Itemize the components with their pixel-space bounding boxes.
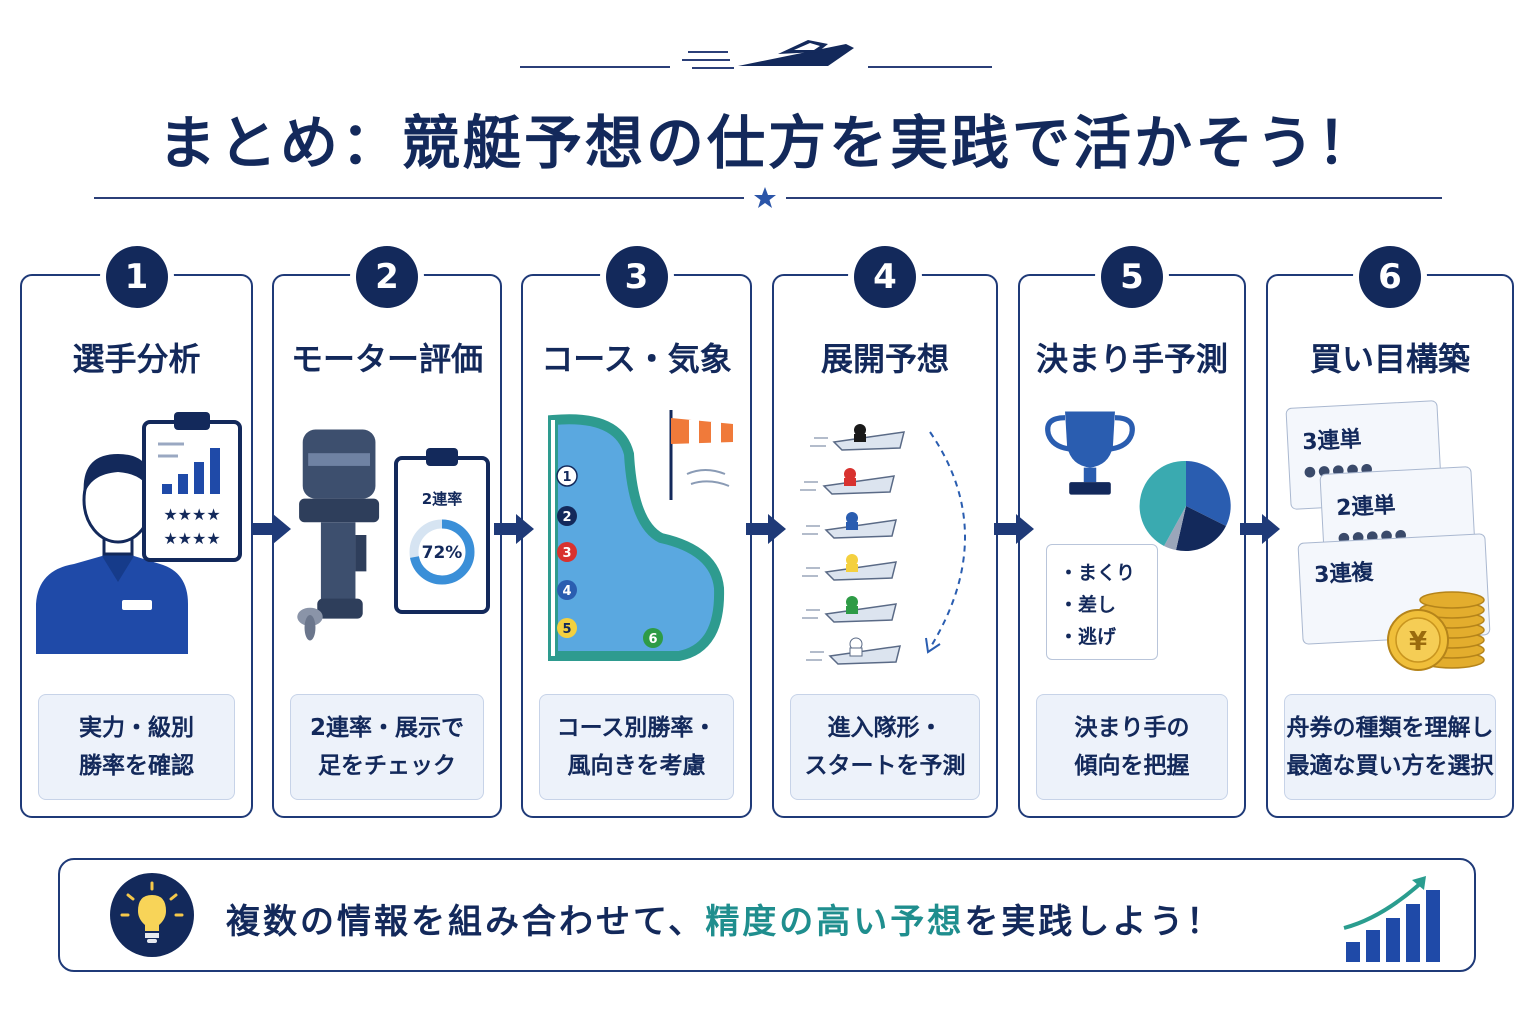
right-arrow-icon bbox=[1240, 514, 1280, 544]
caption-line: 勝率を確認 bbox=[79, 753, 194, 779]
caption-line: 傾向を把握 bbox=[1074, 753, 1190, 779]
technique-item: ・差し bbox=[1059, 594, 1117, 616]
technique-item: ・逃げ bbox=[1059, 626, 1117, 648]
caption-line: 最適な買い方を選択 bbox=[1286, 753, 1494, 779]
caption-line: コース別勝率・ bbox=[556, 715, 717, 741]
course-water bbox=[548, 414, 725, 661]
step-card-6: 6 買い目構築 3連単 ●●●●● 2連単 ●●●●● 3連複 ¥ 舟券の種類を… bbox=[1266, 246, 1514, 818]
caption-line: スタートを予測 bbox=[804, 753, 966, 779]
caption-line: 実力・級別 bbox=[79, 715, 194, 741]
svg-text:★★★★: ★★★★ bbox=[163, 529, 220, 548]
lane-markers: 1 2 3 4 5 6 bbox=[556, 465, 663, 648]
step-number-badge: 6 bbox=[1359, 246, 1421, 308]
step-number-badge: 5 bbox=[1101, 246, 1163, 308]
caption-line: 足をチェック bbox=[318, 753, 456, 779]
motor-evaluation-illustration: 2連率 72% bbox=[280, 404, 494, 684]
step-title: 展開予想 bbox=[820, 340, 949, 378]
step-card-1: 1 選手分析 ★★★★ ★★★★ 実力・級別 勝率を確認 bbox=[20, 246, 253, 818]
svg-text:1: 1 bbox=[562, 470, 571, 485]
step-caption: 決まり手の 傾向を把握 bbox=[1036, 694, 1228, 800]
step-caption: 舟券の種類を理解し 最適な買い方を選択 bbox=[1284, 694, 1496, 800]
step-number-badge: 2 bbox=[356, 246, 418, 308]
step-caption: 2連率・展示で 足をチェック bbox=[290, 694, 484, 800]
step-title: 選手分析 bbox=[72, 340, 201, 378]
race-development-illustration bbox=[800, 424, 966, 665]
svg-text:3: 3 bbox=[562, 546, 571, 561]
step-caption: 進入隊形・ スタートを予測 bbox=[790, 694, 980, 800]
caption-line: 風向きを考慮 bbox=[567, 753, 706, 779]
step-title: 決まり手予測 bbox=[1035, 340, 1228, 378]
step-card-2: 2 モーター評価 2連率 72% 2連率・展示で 足をチェック bbox=[272, 246, 502, 818]
summary-banner: 複数の情報を組み合わせて、精度の高い予想を実践しよう！ bbox=[58, 858, 1476, 972]
summary-text: 複数の情報を組み合わせて、精度の高い予想を実践しよう！ bbox=[226, 894, 1223, 943]
svg-text:4: 4 bbox=[562, 584, 571, 599]
trophy-icon bbox=[1045, 411, 1135, 495]
caption-line: 舟券の種類を理解し bbox=[1286, 715, 1494, 741]
boat-formation bbox=[800, 424, 905, 665]
clipboard-icon: 2連率 72% bbox=[394, 448, 490, 614]
coin-stack-icon: ¥ bbox=[1387, 591, 1485, 671]
course-arrow bbox=[929, 431, 966, 649]
svg-text:2: 2 bbox=[562, 510, 571, 525]
step-title: コース・気象 bbox=[541, 340, 732, 378]
step-number-badge: 4 bbox=[854, 246, 916, 308]
speedboat-icon bbox=[682, 40, 854, 69]
summary-text-before: 複数の情報を組み合わせて、 bbox=[226, 902, 706, 942]
outboard-motor-icon bbox=[297, 429, 380, 641]
player-analysis-illustration: ★★★★ ★★★★ bbox=[36, 412, 242, 654]
windsock-icon bbox=[669, 410, 733, 500]
right-arrow-icon bbox=[494, 514, 534, 544]
right-arrow-icon bbox=[994, 514, 1034, 544]
winning-technique-illustration: ・まくり ・差し ・逃げ bbox=[1026, 404, 1238, 684]
gauge-fill bbox=[409, 519, 475, 585]
page-title: まとめ：競艇予想の仕方を実践で活かそう！ bbox=[157, 109, 1378, 177]
right-arrow-icon bbox=[251, 514, 291, 544]
gauge-value: 72% bbox=[422, 543, 463, 563]
betting-illustration: 3連単 ●●●●● 2連単 ●●●●● 3連複 ¥ bbox=[1274, 400, 1506, 684]
step-number-badge: 1 bbox=[105, 246, 168, 308]
clipboard-icon: ★★★★ ★★★★ bbox=[142, 412, 242, 562]
step-title: モーター評価 bbox=[290, 340, 483, 378]
step-title: 買い目構築 bbox=[1309, 340, 1470, 378]
summary-highlight: 精度の高い予想 bbox=[705, 902, 965, 942]
svg-text:★★★★: ★★★★ bbox=[163, 505, 220, 524]
right-arrow-icon bbox=[746, 514, 786, 544]
ticket-label: 3連複 bbox=[1313, 560, 1375, 589]
svg-text:5: 5 bbox=[562, 622, 571, 637]
caption-line: 決まり手の bbox=[1074, 715, 1190, 741]
ticket-label: 3連単 bbox=[1301, 427, 1363, 456]
title-divider-right bbox=[786, 197, 1442, 199]
caption-line: 2連率・展示で bbox=[309, 715, 464, 741]
course-weather-illustration: 1 2 3 4 5 6 bbox=[548, 410, 733, 661]
growth-chart-icon bbox=[1343, 876, 1440, 962]
header-line-left bbox=[520, 66, 670, 68]
title-divider-left bbox=[94, 197, 744, 199]
star-icon bbox=[754, 187, 776, 208]
pie-chart-icon bbox=[1139, 460, 1231, 552]
step-card-4: 4 展開予想 進入隊形・ スタートを予測 bbox=[772, 246, 998, 818]
step-number-badge: 3 bbox=[605, 246, 668, 308]
step-caption: コース別勝率・ 風向きを考慮 bbox=[539, 694, 734, 800]
step-caption: 実力・級別 勝率を確認 bbox=[38, 694, 235, 800]
summary-text-after: を実践しよう！ bbox=[964, 902, 1224, 942]
svg-text:¥: ¥ bbox=[1409, 627, 1427, 657]
caption-line: 進入隊形・ bbox=[827, 715, 943, 741]
gauge-label: 2連率 bbox=[422, 490, 462, 508]
step-card-5: 5 決まり手予測 ・まくり ・差し ・逃げ 決まり手の 傾向を把握 bbox=[1018, 246, 1246, 818]
ticket-label: 2連単 bbox=[1335, 493, 1397, 522]
technique-item: ・まくり bbox=[1059, 562, 1136, 584]
lightbulb-icon bbox=[110, 873, 194, 957]
svg-text:6: 6 bbox=[648, 632, 657, 647]
header-line-right bbox=[868, 66, 992, 68]
technique-list: ・まくり ・差し ・逃げ bbox=[1046, 544, 1158, 660]
step-card-3: 3 コース・気象 1 2 3 4 5 6 コース別勝率・ 風向きを考慮 bbox=[521, 246, 752, 818]
